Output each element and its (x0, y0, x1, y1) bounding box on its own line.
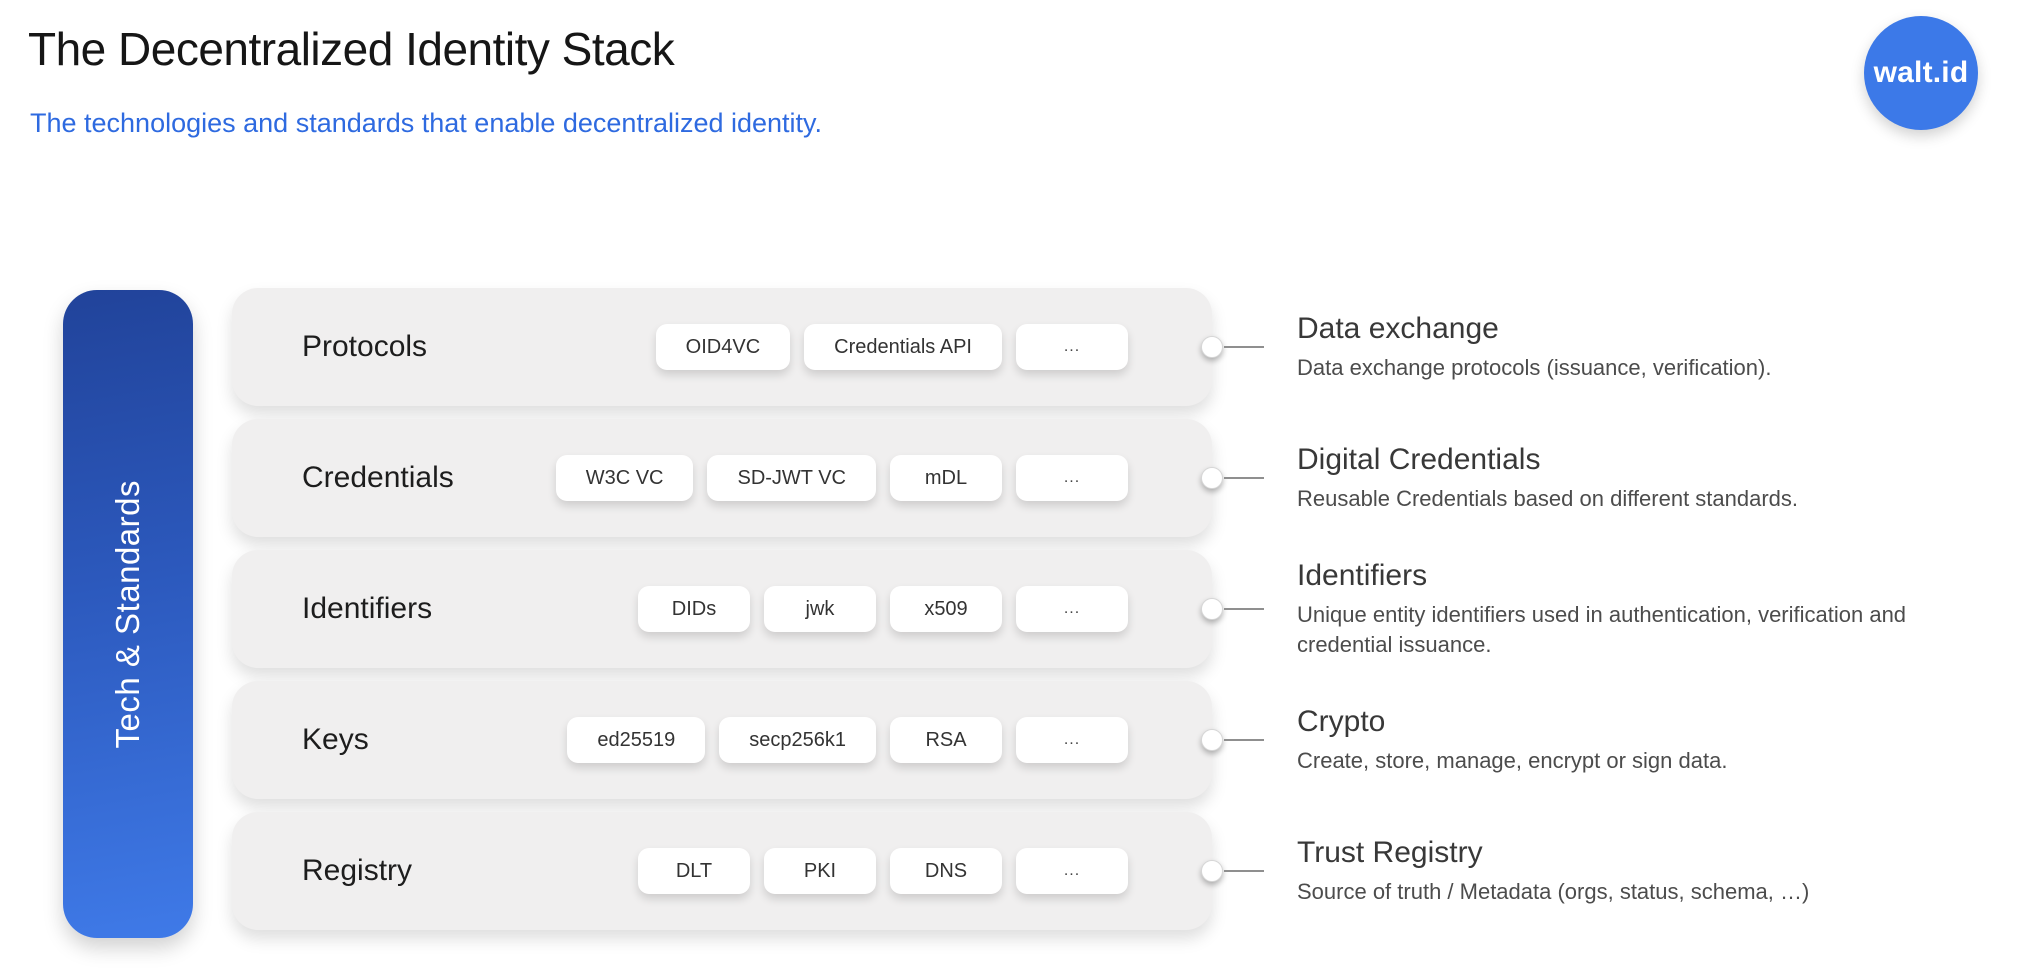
tech-standards-band: Tech & Standards (63, 290, 193, 938)
chip: x509 (890, 586, 1002, 632)
annotation-description: Create, store, manage, encrypt or sign d… (1297, 747, 1728, 773)
layer-label: Protocols (302, 330, 428, 363)
annotation-description: Data exchange protocols (issuance, verif… (1297, 354, 1772, 380)
annotation-identifiers: Identifiers Unique entity identifiers us… (1297, 550, 1977, 668)
walt-id-logo: walt.id (1864, 16, 1978, 130)
connector-dot (1201, 598, 1223, 620)
chip: Credentials API (804, 324, 1002, 370)
page-title: The Decentralized Identity Stack (28, 23, 675, 75)
annotation-title: Data exchange (1297, 311, 1499, 345)
annotation-crypto: Crypto Create, store, manage, encrypt or… (1297, 681, 1977, 799)
connector-line (1224, 346, 1264, 348)
connector-line (1224, 477, 1264, 479)
chip-more: ... (1016, 586, 1128, 632)
chip: DIDs (638, 586, 750, 632)
connector-line (1224, 870, 1264, 872)
annotation-title: Crypto (1297, 704, 1386, 738)
connector-dot (1201, 467, 1223, 489)
connector-dot (1201, 336, 1223, 358)
connector-line (1224, 608, 1264, 610)
connector-line (1224, 739, 1264, 741)
chip-group: ed25519 secp256k1 RSA ... (567, 717, 1128, 763)
chip: DLT (638, 848, 750, 894)
annotation-title: Identifiers (1297, 559, 1428, 593)
layer-label: Credentials (302, 461, 454, 494)
chip: SD-JWT VC (707, 455, 876, 501)
layer-row-registry: Registry DLT PKI DNS ... (232, 812, 1264, 930)
connector-dot (1201, 729, 1223, 751)
annotation-description: Unique entity identifiers used in authen… (1297, 602, 1907, 657)
chip: ed25519 (567, 717, 706, 763)
chip: RSA (890, 717, 1002, 763)
chip: OID4VC (655, 324, 791, 370)
annotation-title: Trust Registry (1297, 835, 1483, 869)
chip: jwk (764, 586, 876, 632)
chip: PKI (764, 848, 876, 894)
layer-label: Keys (302, 723, 369, 756)
connector-dot (1201, 860, 1223, 882)
annotation-description: Source of truth / Metadata (orgs, status… (1297, 878, 1810, 904)
layer-label: Identifiers (302, 592, 433, 625)
chip-more: ... (1016, 324, 1128, 370)
chip: DNS (890, 848, 1002, 894)
walt-id-logo-text: walt.id (1873, 56, 1969, 89)
chip-group: W3C VC SD-JWT VC mDL ... (555, 455, 1128, 501)
annotation-trust-registry: Trust Registry Source of truth / Metadat… (1297, 812, 1977, 930)
chip: W3C VC (555, 455, 694, 501)
chip-group: DIDs jwk x509 ... (638, 586, 1128, 632)
layer-label: Registry (302, 854, 413, 887)
chip-more: ... (1016, 848, 1128, 894)
layer-row-credentials: Credentials W3C VC SD-JWT VC mDL ... (232, 419, 1264, 537)
chip: secp256k1 (719, 717, 876, 763)
chip: mDL (890, 455, 1002, 501)
tech-standards-label: Tech & Standards (109, 479, 146, 749)
page-subtitle: The technologies and standards that enab… (30, 108, 823, 138)
chip-group: DLT PKI DNS ... (638, 848, 1128, 894)
chip-more: ... (1016, 455, 1128, 501)
annotation-data-exchange: Data exchange Data exchange protocols (i… (1297, 288, 1977, 406)
layer-row-keys: Keys ed25519 secp256k1 RSA ... (232, 681, 1264, 799)
annotation-title: Digital Credentials (1297, 442, 1541, 476)
chip-group: OID4VC Credentials API ... (655, 324, 1128, 370)
annotation-digital-credentials: Digital Credentials Reusable Credentials… (1297, 419, 1977, 537)
layer-row-identifiers: Identifiers DIDs jwk x509 ... (232, 550, 1264, 668)
layer-row-protocols: Protocols OID4VC Credentials API ... (232, 288, 1264, 406)
chip-more: ... (1016, 717, 1128, 763)
annotation-description: Reusable Credentials based on different … (1297, 485, 1799, 511)
